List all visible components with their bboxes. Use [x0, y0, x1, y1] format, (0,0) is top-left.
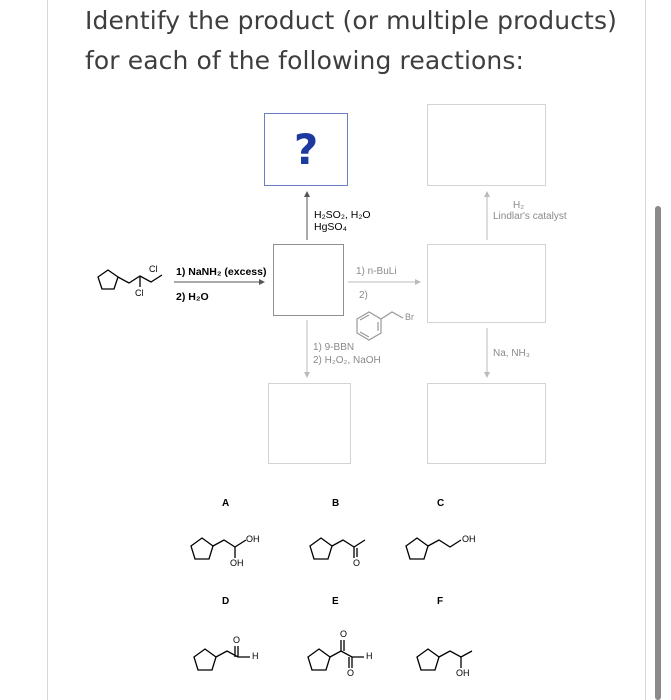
choice-F-structure	[416, 648, 473, 671]
reagent-right-line-2: 2)	[359, 290, 368, 301]
choice-E-o-bottom: O	[347, 668, 355, 678]
reagent-top-right-line-2: Lindlar's catalyst	[493, 211, 567, 222]
choice-D-h: H	[252, 651, 259, 661]
product-box-bottom-right	[427, 383, 546, 464]
choice-letter-B[interactable]: B	[332, 498, 340, 509]
question-line-1: Identify the product (or multiple produc…	[85, 6, 617, 35]
choice-D-structure	[193, 646, 250, 671]
choice-A-oh-2: OH	[230, 558, 244, 568]
choice-F-oh: OH	[456, 668, 470, 678]
choice-letter-A[interactable]: A	[222, 498, 230, 509]
reagent-right-line-1: 1) n-BuLi	[356, 266, 397, 277]
choice-E-o-top: O	[340, 629, 348, 639]
choice-letter-D[interactable]: D	[222, 596, 230, 607]
choice-E-structure	[307, 640, 364, 671]
choice-A-oh-1: OH	[246, 534, 260, 544]
scrollbar[interactable]	[655, 206, 661, 700]
choice-E-h: H	[366, 651, 373, 661]
reagent-left-line-2: 2) H₂O	[176, 291, 209, 303]
choice-letter-C[interactable]: C	[437, 498, 445, 509]
question-mark: ?	[293, 125, 319, 174]
reagent-up-line-2: HgSO₄	[314, 221, 347, 233]
start-cl-bottom: Cl	[135, 288, 144, 298]
choice-A-structure	[190, 537, 247, 560]
choice-letter-F[interactable]: F	[437, 596, 444, 607]
product-box-middle-right	[427, 244, 546, 323]
starting-material-structure	[97, 269, 163, 290]
choice-letter-E[interactable]: E	[332, 596, 339, 607]
start-cl-top: Cl	[149, 264, 158, 274]
choice-B-o: O	[353, 558, 361, 568]
product-box-bottom-center	[268, 383, 351, 464]
question-line-2: for each of the following reactions:	[85, 46, 525, 75]
reagent-down-line-1: 1) 9-BBN	[313, 342, 355, 353]
product-box-center	[273, 244, 344, 316]
answer-box-main[interactable]: ?	[264, 113, 348, 186]
choice-C-structure	[405, 537, 462, 560]
product-box-top-right	[427, 104, 546, 186]
choice-B-structure	[309, 537, 366, 560]
reagent-right-br: Br	[405, 312, 414, 322]
reagent-down-line-2: 2) H₂O₂, NaOH	[313, 355, 381, 366]
reagent-top-right-line-1: H₂	[513, 200, 525, 211]
choice-C-oh: OH	[462, 534, 476, 544]
reagent-left-line-1: 1) NaNH₂ (excess)	[176, 266, 267, 278]
reagent-bottom-right: Na, NH₃	[493, 348, 530, 359]
reagent-up-line-1: H₂SO₂, H₂O	[314, 209, 371, 221]
benzyl-bromide-structure	[356, 311, 404, 341]
choice-D-o: O	[233, 635, 241, 645]
